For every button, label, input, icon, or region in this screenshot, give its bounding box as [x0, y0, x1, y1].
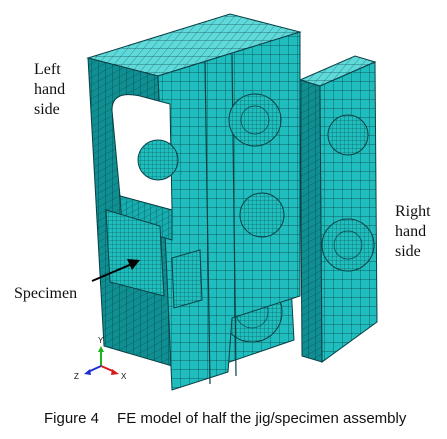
left-label-line-1: Left — [34, 61, 61, 78]
right-label-line-2: hand — [395, 223, 427, 240]
right-hand-side-label: Right hand side — [395, 202, 431, 262]
fe-model-render: Y Z X — [74, 13, 378, 391]
left-label-line-3: side — [34, 101, 60, 118]
specimen-mesh — [105, 209, 203, 309]
caption-figure-number: Figure 4 — [44, 410, 100, 427]
triad-x-label: X — [121, 372, 127, 381]
left-hand-side-label: Left hand side — [34, 60, 65, 120]
specimen-label: Specimen — [14, 285, 78, 302]
triad-y-label: Y — [98, 336, 104, 345]
triad-z-label: Z — [74, 372, 79, 381]
figure-caption: Figure 4 FE model of half the jig/specime… — [44, 410, 406, 427]
right-label-line-1: Right — [395, 203, 431, 220]
specimen-arrow — [91, 259, 140, 282]
right-label-line-3: side — [395, 243, 421, 260]
right-hand-plate — [298, 55, 378, 363]
axis-triad: Y Z X — [74, 336, 127, 381]
left-label-line-2: hand — [34, 81, 66, 98]
caption-text: FE model of half the jig/specimen assemb… — [117, 410, 407, 427]
